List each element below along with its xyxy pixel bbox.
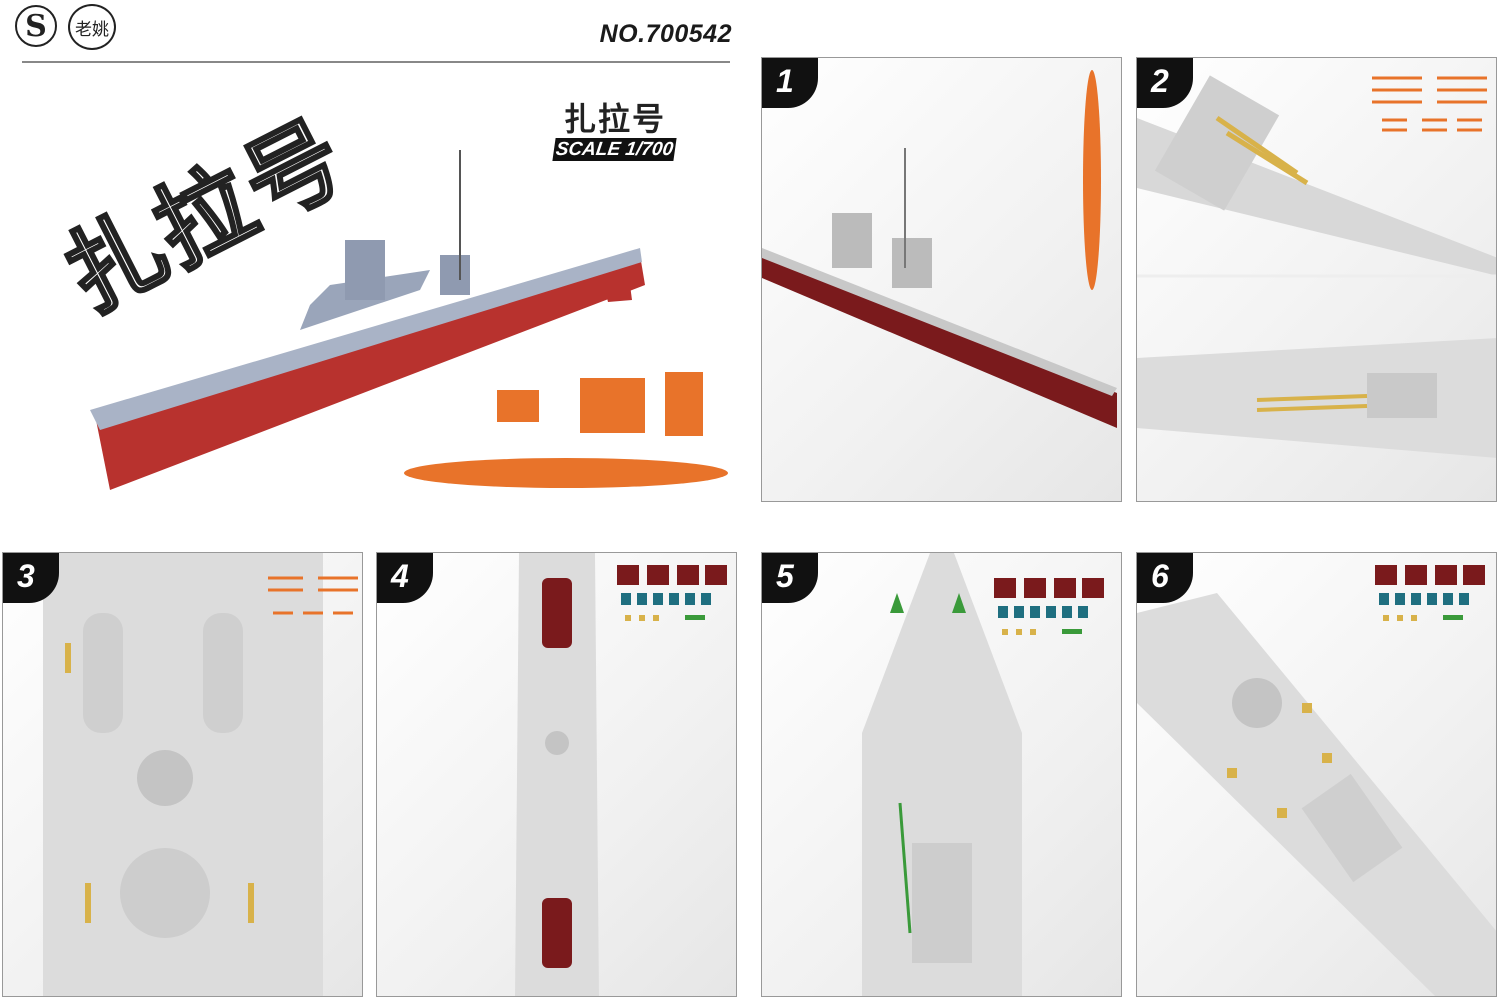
ship-title: 扎拉号: [563, 100, 666, 138]
step-badge-4: 4: [377, 553, 433, 603]
logo-brand-text: 老姚: [75, 19, 109, 40]
step-panel-6: 6: [1136, 552, 1497, 997]
step-panel-1: 1: [761, 57, 1122, 502]
step-badge-1: 1: [762, 58, 818, 108]
step-badge-6: 6: [1137, 553, 1193, 603]
step-2-render: [1137, 75, 1496, 458]
header-divider: [22, 61, 730, 63]
step-4-render: [515, 553, 727, 996]
step-3-render: [43, 553, 358, 996]
product-number: NO.700542: [599, 20, 732, 48]
step-6-render: [1137, 565, 1496, 996]
brand-logo-s: S: [15, 5, 57, 47]
step-5-render: [862, 553, 1104, 996]
step-badge-2: 2: [1137, 58, 1193, 108]
step-panel-2: 2: [1136, 57, 1497, 502]
hero-ship-render: [90, 150, 728, 490]
brand-logo-laoyao: 老姚: [68, 4, 116, 50]
step-panel-3: 3: [2, 552, 363, 997]
step-badge-3: 3: [3, 553, 59, 603]
logo-s-text: S: [25, 8, 47, 44]
step-badge-5: 5: [762, 553, 818, 603]
step-panel-5: 5: [761, 552, 1122, 997]
step-panel-4: 4: [376, 552, 737, 997]
step-1-render: [762, 70, 1117, 428]
